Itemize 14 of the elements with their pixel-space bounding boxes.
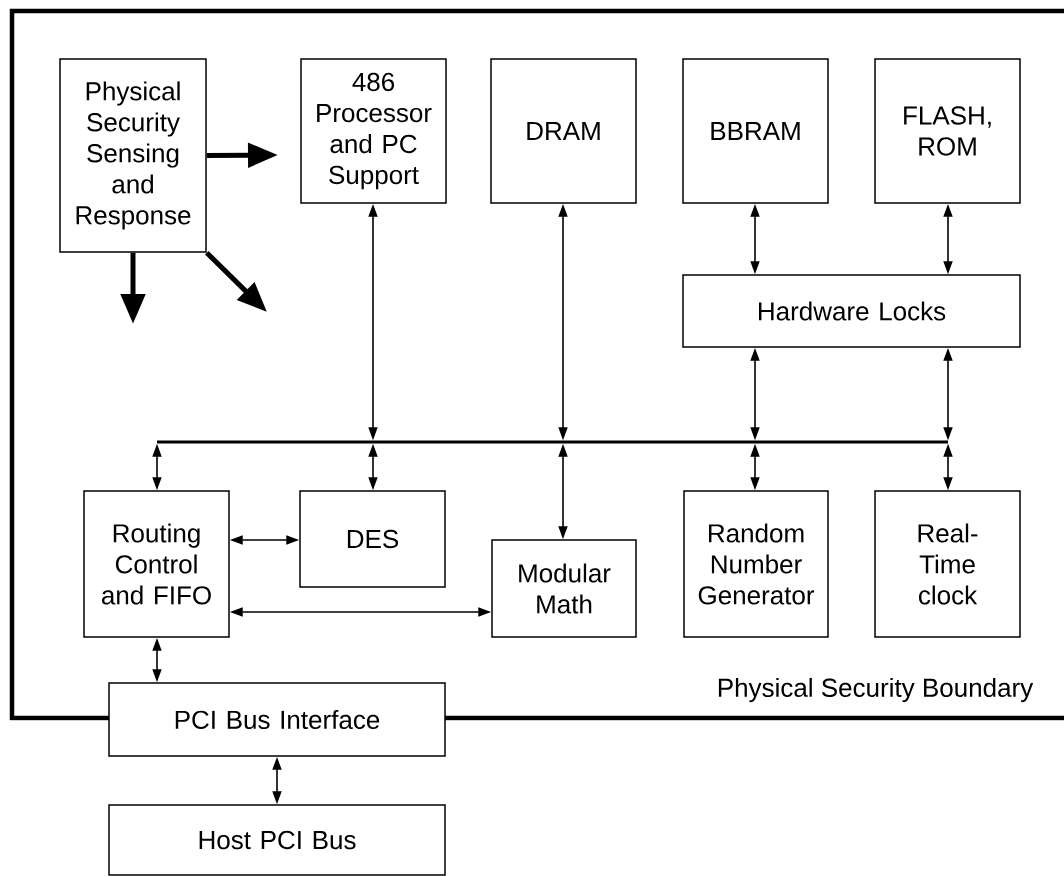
process-box: DRAM <box>490 58 637 204</box>
process-box: Physical Security Sensing and Response <box>59 58 207 253</box>
process-box: DES <box>299 490 446 588</box>
process-box: Host PCI Bus <box>108 804 446 876</box>
process-box: Routing Control and FIFO <box>83 490 230 638</box>
process-box: Hardware Locks <box>682 274 1021 348</box>
process-box: 486 Processor and PC Support <box>300 58 447 204</box>
process-box: Modular Math <box>491 539 637 638</box>
process-box: Random Number Generator <box>683 490 829 638</box>
process-box: Real-Time clock <box>874 490 1021 638</box>
process-box: BBRAM <box>682 58 829 204</box>
boundary-label: Physical Security Boundary <box>718 677 1034 703</box>
process-box: PCI Bus Interface <box>108 682 446 757</box>
process-box: FLASH, ROM <box>874 58 1021 204</box>
